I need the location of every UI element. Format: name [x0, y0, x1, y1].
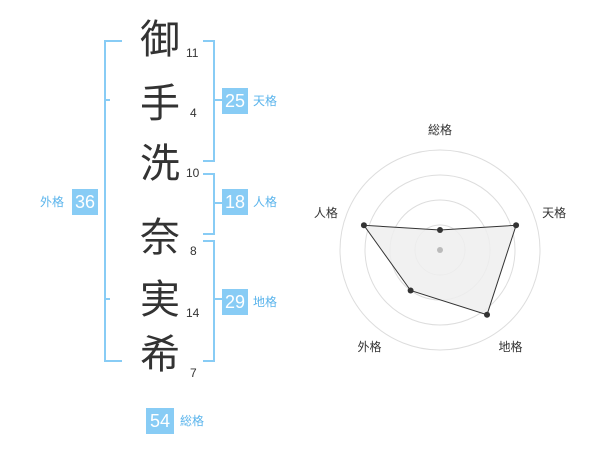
stroke-count-2: 4	[190, 106, 197, 120]
soukaku-label: 総格	[180, 414, 205, 428]
radar-axis-label-4: 人格	[314, 205, 338, 220]
radar-center-point	[437, 247, 443, 253]
radar-point-1	[513, 222, 520, 229]
chikaku-badge: 29	[222, 289, 248, 315]
jinkaku-badge: 18	[222, 189, 248, 215]
radar-ring-4	[339, 149, 541, 351]
gaikaku-bracket	[104, 40, 122, 362]
stroke-count-1: 11	[186, 46, 199, 60]
gaikaku-bracket-tick-2	[104, 298, 110, 300]
radar-ring-3	[364, 174, 516, 326]
radar-axis-label-1: 天格	[542, 205, 566, 220]
jinkaku-bracket	[203, 173, 215, 235]
name-char-5: 実	[140, 277, 180, 323]
name-char-2: 手	[140, 81, 180, 127]
tenkaku-bracket	[203, 40, 215, 162]
radar-axis-label-2: 地格	[499, 339, 523, 354]
tenkaku-badge: 25	[222, 88, 248, 114]
name-char-3: 洗	[140, 141, 180, 187]
tenkaku-label: 天格	[253, 94, 278, 108]
stroke-count-3: 10	[186, 166, 200, 180]
gaikaku-badge: 36	[72, 189, 98, 215]
chikaku-bracket	[203, 240, 215, 362]
gaikaku-label: 外格	[40, 195, 65, 209]
gaikaku-bracket-tick-1	[104, 99, 110, 101]
name-char-4: 奈	[140, 215, 180, 261]
radar-point-3	[407, 287, 414, 294]
name-char-1: 御	[140, 17, 180, 63]
jinkaku-connector	[214, 202, 222, 204]
radar-axis-label-0: 総格	[428, 122, 452, 137]
radar-point-2	[484, 311, 491, 318]
jinkaku-label: 人格	[253, 195, 278, 209]
chikaku-label: 地格	[253, 295, 278, 309]
radar-axis-label-3: 外格	[357, 339, 381, 354]
name-char-6: 希	[140, 332, 180, 378]
stroke-count-6: 7	[190, 366, 197, 380]
radar-point-0	[437, 227, 443, 233]
chikaku-connector	[214, 298, 222, 300]
stroke-count-5: 14	[186, 306, 200, 320]
soukaku-badge: 54	[146, 408, 174, 434]
radar-point-4	[360, 222, 367, 229]
stroke-count-4: 8	[190, 244, 197, 258]
radar-data-polygon	[362, 224, 517, 316]
tenkaku-connector	[214, 99, 222, 101]
